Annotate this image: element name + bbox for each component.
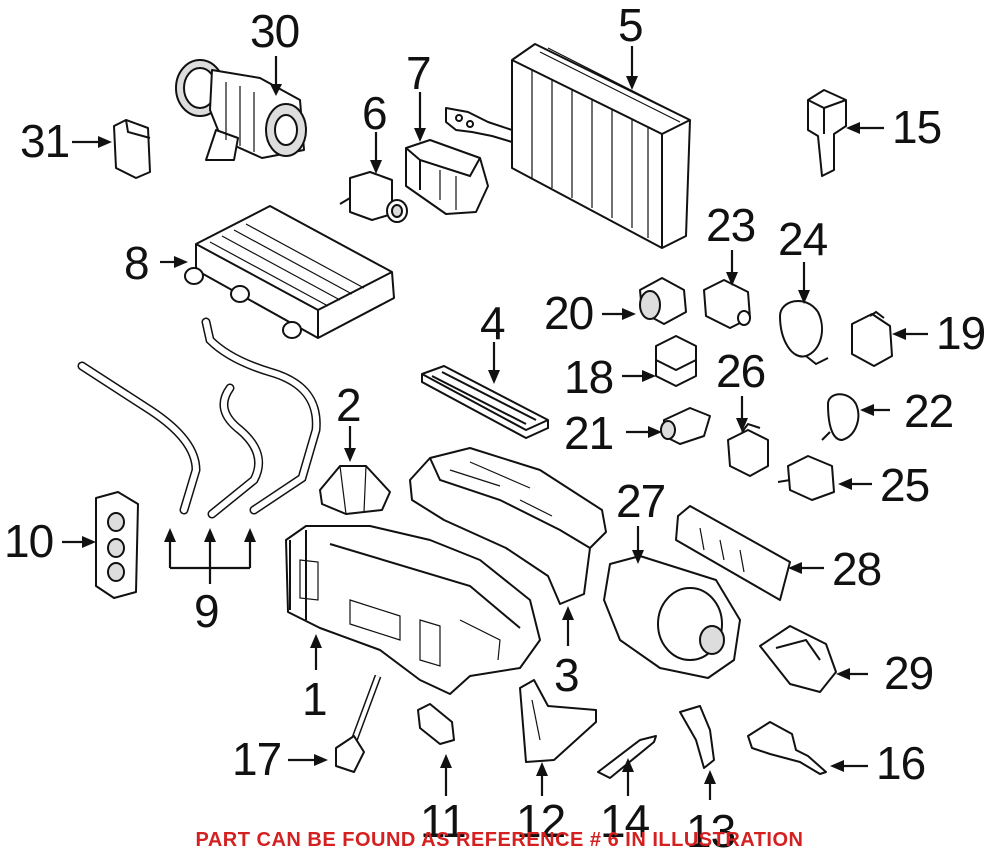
part-12-bracket xyxy=(519,679,597,763)
callout-5: 5 xyxy=(618,0,644,51)
part-29-flap xyxy=(759,625,837,693)
leader-lines xyxy=(62,46,928,800)
part-18-sensor xyxy=(655,335,697,387)
part-15-sensor xyxy=(807,89,847,177)
part-25-actuator xyxy=(777,455,835,501)
part-7-actuator xyxy=(405,139,489,215)
part-9-hoses xyxy=(77,317,321,519)
callout-8: 8 xyxy=(124,237,150,289)
callout-29: 29 xyxy=(884,647,934,699)
part-2-cover xyxy=(319,465,391,515)
callout-10: 10 xyxy=(4,515,54,567)
part-31-module xyxy=(113,119,151,179)
part-14-rod xyxy=(597,735,657,779)
part-17-rod xyxy=(335,674,382,773)
part-19-actuator xyxy=(851,310,893,367)
callout-16: 16 xyxy=(876,737,926,789)
part-22-actuator xyxy=(821,393,860,441)
callout-1: 1 xyxy=(302,673,328,725)
callout-15: 15 xyxy=(892,101,942,153)
callout-14: 14 xyxy=(600,795,650,847)
callout-28: 28 xyxy=(832,543,882,595)
callout-2: 2 xyxy=(336,379,362,431)
part-4-cabin-filter xyxy=(421,365,549,440)
part-23-actuator xyxy=(703,279,751,329)
callout-9: 9 xyxy=(194,585,220,637)
reference-caption: PART CAN BE FOUND AS REFERENCE # 6 IN IL… xyxy=(195,829,804,851)
callout-17: 17 xyxy=(232,733,282,785)
part-5-evaporator xyxy=(445,43,691,249)
callout-20: 20 xyxy=(544,287,594,339)
part-1-hvac-housing xyxy=(285,525,541,695)
part-30-blower-motor xyxy=(175,59,307,161)
part-3-duct xyxy=(409,447,607,605)
callout-25: 25 xyxy=(880,459,930,511)
part-13-link xyxy=(679,705,715,769)
part-11-clip xyxy=(417,703,455,745)
callout-13: 13 xyxy=(686,805,736,857)
part-28-duct xyxy=(675,505,791,601)
callout-24: 24 xyxy=(778,213,828,265)
callout-7: 7 xyxy=(406,47,432,99)
part-21-sensor xyxy=(660,407,711,445)
callout-26: 26 xyxy=(716,345,766,397)
part-8-heater-core xyxy=(184,205,395,339)
callout-12: 12 xyxy=(516,795,566,847)
callout-11: 11 xyxy=(420,795,467,847)
part-16-sensor xyxy=(747,721,827,775)
callout-31: 31 xyxy=(20,115,70,167)
part-20-sensor xyxy=(639,277,687,325)
part-10-bracket xyxy=(95,491,139,599)
callout-3: 3 xyxy=(554,649,580,701)
callout-23: 23 xyxy=(706,199,756,251)
part-26-actuator xyxy=(727,422,769,477)
callout-4: 4 xyxy=(480,297,506,349)
callout-30: 30 xyxy=(250,5,300,57)
part-6-valve xyxy=(339,171,408,223)
part-24-actuator xyxy=(779,299,829,366)
callout-6: 6 xyxy=(362,87,388,139)
callout-22: 22 xyxy=(904,385,954,437)
callout-21: 21 xyxy=(564,407,614,459)
callout-27: 27 xyxy=(616,475,666,527)
callout-19: 19 xyxy=(936,307,986,359)
callout-18: 18 xyxy=(564,351,614,403)
part-27-blower-housing xyxy=(603,555,741,679)
